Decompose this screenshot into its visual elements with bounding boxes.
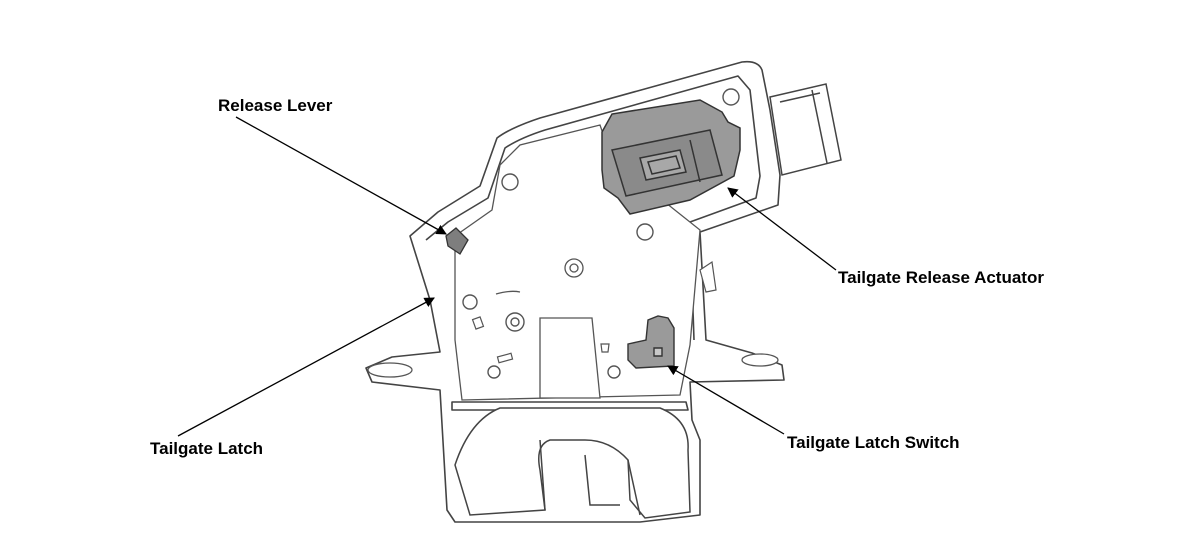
leader-latch-switch [667,365,785,435]
tailgate-latch-label: Tailgate Latch [150,439,264,458]
release-lever-label: Release Lever [218,96,333,115]
release-lever [445,227,469,255]
tailgate-latch-switch-label: Tailgate Latch Switch [787,433,960,452]
leader-release-lever [235,116,447,235]
tailgate-release-actuator [601,99,741,215]
leader-tailgate-latch [177,297,435,437]
mounting-holes [462,88,740,379]
tailgate-latch-switch [627,315,675,369]
tailgate-release-actuator-label: Tailgate Release Actuator [838,268,1044,287]
small-tabs [471,260,717,364]
connector [769,83,842,176]
leader-lines [177,116,837,437]
center-boss [495,258,601,399]
latch-jaw [454,407,691,519]
mounting-ears [367,353,779,378]
leader-release-actuator [727,187,837,271]
